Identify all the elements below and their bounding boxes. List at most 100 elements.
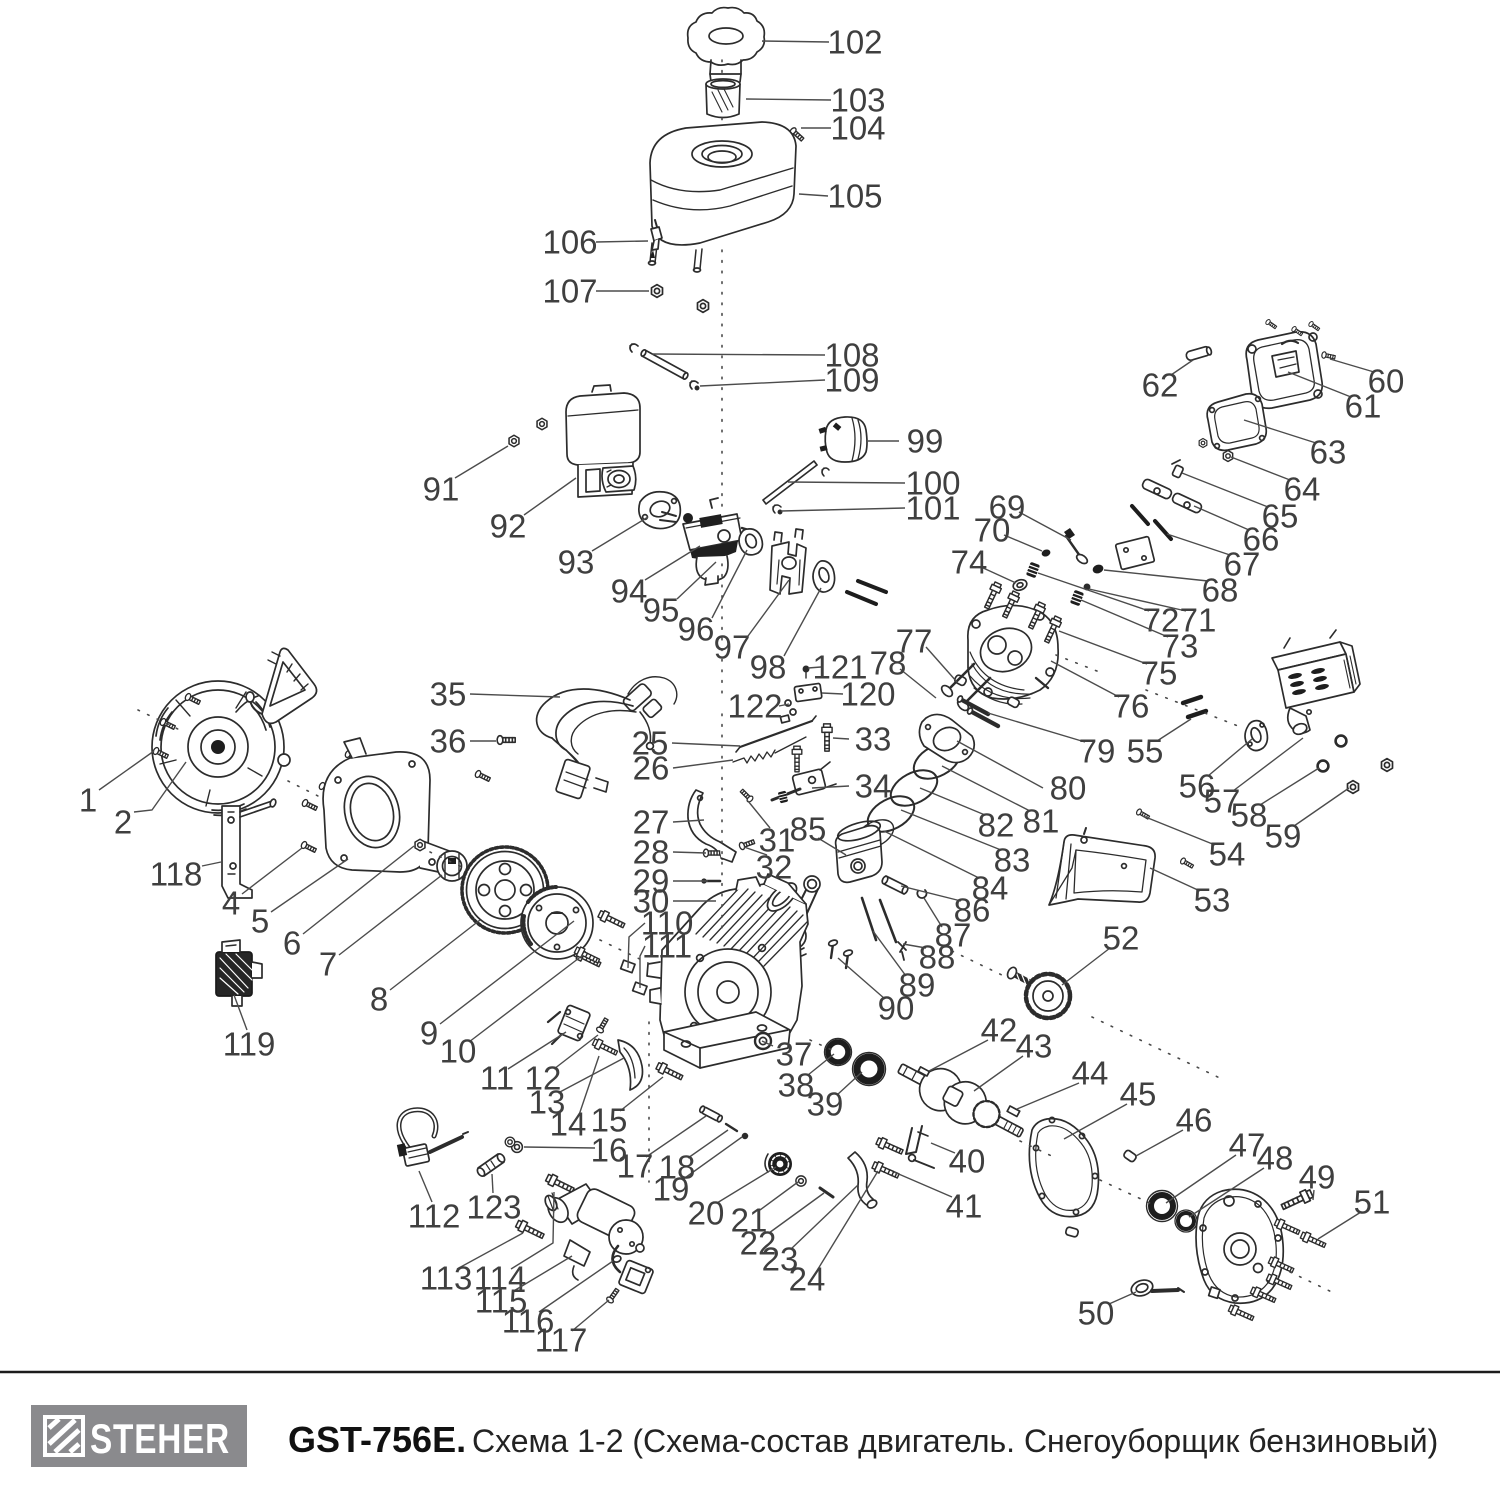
guide-plate-68-drawing (1092, 535, 1156, 574)
leader-line-74 (980, 566, 1017, 584)
control-bracket-27-drawing (687, 789, 737, 863)
part-label-75: 75 (1141, 655, 1178, 692)
crankcase-cover-drawing (1195, 1188, 1285, 1305)
part-label-88: 88 (919, 939, 956, 976)
muffler-57-drawing (1271, 629, 1361, 736)
leader-line-45 (1063, 1103, 1128, 1140)
block-bolt-b-drawing (596, 908, 627, 931)
leader-line-7 (338, 874, 443, 956)
part-label-84: 84 (972, 870, 1009, 907)
leader-line-84 (883, 830, 980, 879)
pin-22-drawing (818, 1186, 835, 1199)
air-cleaner-drawing (565, 384, 641, 498)
leader-line-6 (302, 845, 415, 935)
part-label-104: 104 (830, 110, 885, 147)
leader-line-59 (1293, 787, 1350, 827)
nut-59-drawing (1346, 779, 1360, 795)
manifold-studs-121-drawing (845, 579, 888, 606)
engine-block-drawing (619, 873, 809, 1069)
part-label-49: 49 (1299, 1159, 1336, 1196)
leader-line-85 (817, 837, 847, 856)
head-studs-79-drawing (956, 695, 1001, 729)
leader-line-39 (836, 1071, 863, 1096)
leader-line-2 (133, 761, 187, 813)
dipstick-50-drawing (1130, 1279, 1185, 1297)
part-label-87: 87 (935, 917, 972, 954)
leader-line-122 (778, 703, 790, 707)
part-label-16: 16 (591, 1132, 628, 1169)
cam-gear-52-drawing (1006, 966, 1073, 1021)
part-label-25: 25 (632, 725, 669, 762)
part-label-40: 40 (949, 1143, 986, 1180)
part-label-114: 114 (474, 1260, 527, 1297)
part-label-85: 85 (790, 811, 827, 848)
oring-58b-drawing (1334, 734, 1348, 748)
part-label-1: 1 (79, 782, 97, 819)
leader-line-64 (1230, 456, 1291, 481)
insulator-97-drawing (769, 528, 807, 595)
leader-line-34 (811, 785, 850, 789)
leader-line-81 (941, 765, 1031, 812)
part-label-74: 74 (951, 544, 988, 581)
leader-line-70 (1003, 534, 1043, 552)
leader-line-118 (201, 861, 222, 867)
part-label-98: 98 (750, 649, 787, 686)
part-label-56: 56 (1179, 768, 1216, 805)
axis-line-13 (951, 950, 1007, 978)
breather-99-drawing (818, 416, 868, 463)
ignition-harness-35-drawing (535, 676, 678, 800)
part-label-33: 33 (855, 721, 892, 758)
footer-model: GST-756E. (288, 1419, 466, 1460)
cylinder-head-76-drawing (967, 604, 1060, 705)
bolt-24-drawing (874, 1135, 905, 1158)
part-label-68: 68 (1202, 572, 1239, 609)
part-label-27: 27 (633, 804, 670, 841)
leader-line-17 (645, 1115, 707, 1158)
part-label-7: 7 (319, 946, 337, 983)
leader-line-49 (1312, 1189, 1315, 1201)
part-label-50: 50 (1078, 1295, 1115, 1332)
leader-line-48 (1188, 1167, 1265, 1218)
part-label-62: 62 (1142, 367, 1179, 404)
leader-line-24 (817, 1170, 879, 1270)
leader-line-91 (454, 445, 509, 479)
part-label-69: 69 (989, 489, 1026, 526)
oring-70-drawing (1041, 549, 1051, 557)
tank-nut-107-drawing (650, 283, 664, 299)
axis-line-15 (1055, 654, 1103, 674)
part-label-48: 48 (1257, 1140, 1294, 1177)
leader-line-51 (1317, 1211, 1362, 1240)
leader-line-72 (1037, 572, 1150, 612)
brand-logo-text: STEHER (90, 1415, 230, 1462)
head-studs-55-drawing (1180, 694, 1209, 720)
ignition-coil-11-drawing (546, 1004, 591, 1046)
nut-59b-drawing (1380, 757, 1394, 773)
leader-line-15 (619, 1076, 664, 1112)
part-label-6: 6 (283, 925, 301, 962)
part-label-111: 111 (642, 928, 692, 965)
leader-line-103 (745, 98, 832, 101)
footer: STEHER GST-756E. Схема 1-2 (Схема-состав… (0, 1370, 1500, 1467)
part-label-86: 86 (954, 892, 991, 929)
part-label-10: 10 (440, 1033, 477, 1070)
leader-line-102 (761, 40, 830, 43)
leader-line-46 (1135, 1129, 1184, 1157)
leader-line-53 (1149, 867, 1201, 892)
bolt-41-drawing (870, 1159, 901, 1182)
part-label-79: 79 (1079, 733, 1116, 770)
leader-line-116 (538, 1260, 614, 1313)
fuel-line-clip-109-drawing (689, 380, 700, 391)
part-label-45: 45 (1120, 1076, 1157, 1113)
leader-line-40 (930, 1142, 956, 1154)
leader-line-79 (987, 712, 1086, 743)
part-label-106: 106 (542, 224, 597, 261)
leader-line-111 (639, 945, 646, 988)
part-label-71: 71 (1180, 602, 1217, 639)
crank-key-44-drawing (1006, 1105, 1021, 1118)
leader-line-62 (1170, 359, 1194, 376)
leader-line-37 (761, 1040, 774, 1047)
leader-line-115 (511, 1255, 573, 1293)
part-label-17: 17 (617, 1148, 654, 1185)
